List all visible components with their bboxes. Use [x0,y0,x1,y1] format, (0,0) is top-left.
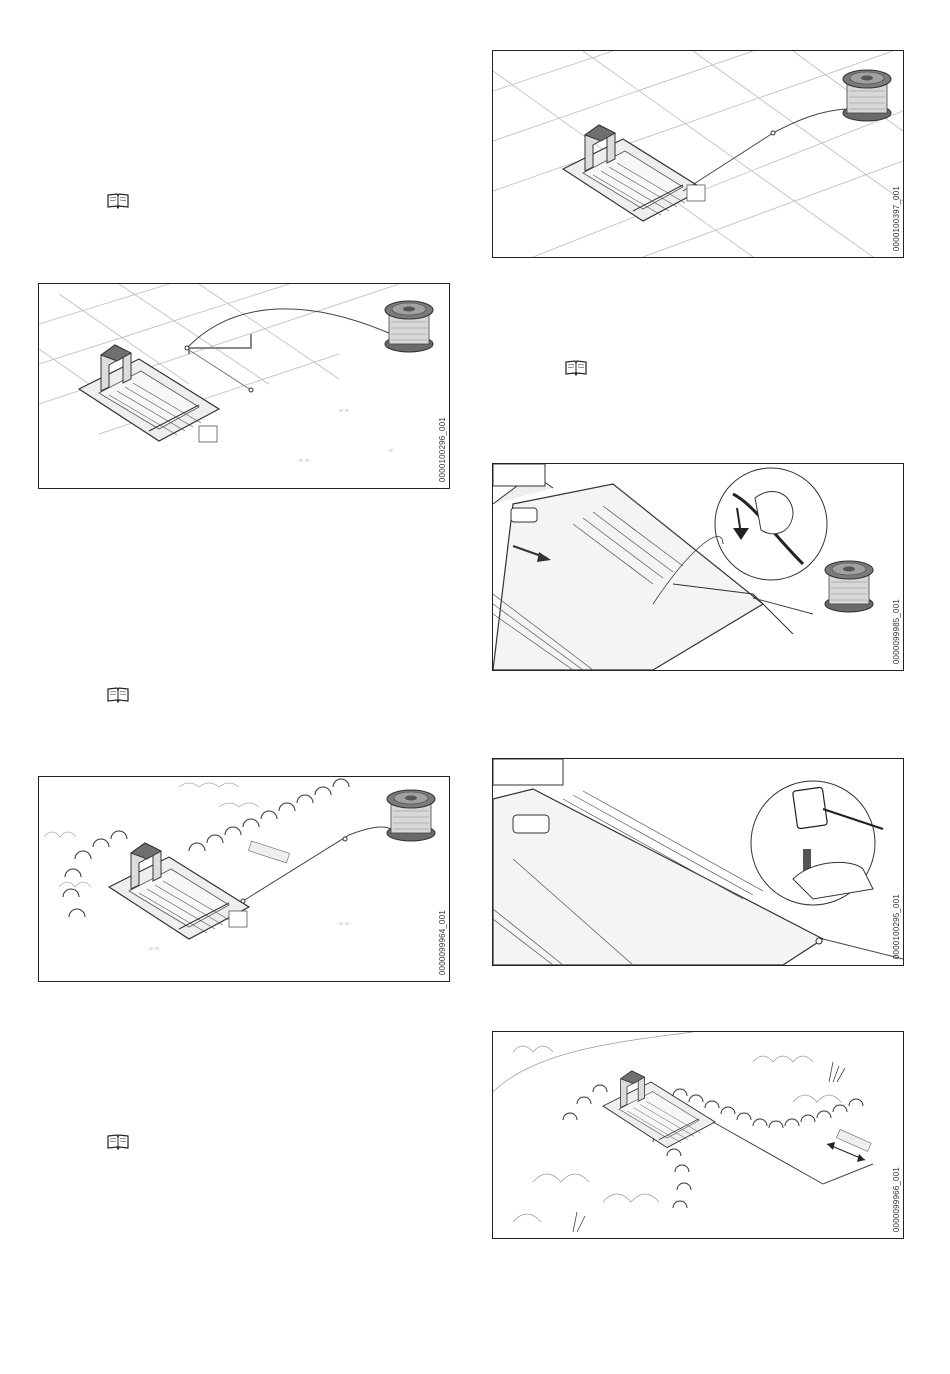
figure-id: 0000100397_001 [893,186,901,251]
figure-hammer-peg-detail: 0000100295_001 [492,758,904,966]
figure-illustration [493,759,903,965]
figure-illustration [493,51,903,257]
svg-text:ʷ ʷ: ʷ ʷ [298,457,309,466]
figure-wire-lawn-border: ʷ ʷ ʷ ʷ 0000099964_001 [38,776,450,982]
svg-text:ʷ: ʷ [388,447,393,456]
open-book-icon [107,193,129,209]
figure-wire-paved-alt: 0000100397_001 [492,50,904,258]
svg-text:ʷ ʷ: ʷ ʷ [148,945,159,954]
figure-illustration: ʷ ʷ ʷ ʷ ʷ [39,284,449,488]
open-book-icon [107,687,129,703]
figure-illustration [493,1032,903,1238]
figure-garden-overview: 0000099966_001 [492,1031,904,1239]
figure-id: 0000099966_001 [893,1167,901,1232]
svg-text:ʷ ʷ: ʷ ʷ [338,407,349,416]
figure-illustration: ʷ ʷ ʷ ʷ [39,777,449,981]
figure-id: 0000100295_001 [893,894,901,959]
open-book-icon [107,1134,129,1150]
figure-illustration [493,464,903,670]
svg-text:ʷ ʷ: ʷ ʷ [338,920,349,929]
figure-id: 0000099985_001 [893,599,901,664]
figure-insert-wire-detail: 0000099985_001 [492,463,904,671]
figure-wire-from-spool-paved: ʷ ʷ ʷ ʷ ʷ 0000100296_001 [38,283,450,489]
figure-id: 0000099964_001 [439,910,447,975]
figure-id: 0000100296_001 [439,417,447,482]
open-book-icon [565,360,587,376]
